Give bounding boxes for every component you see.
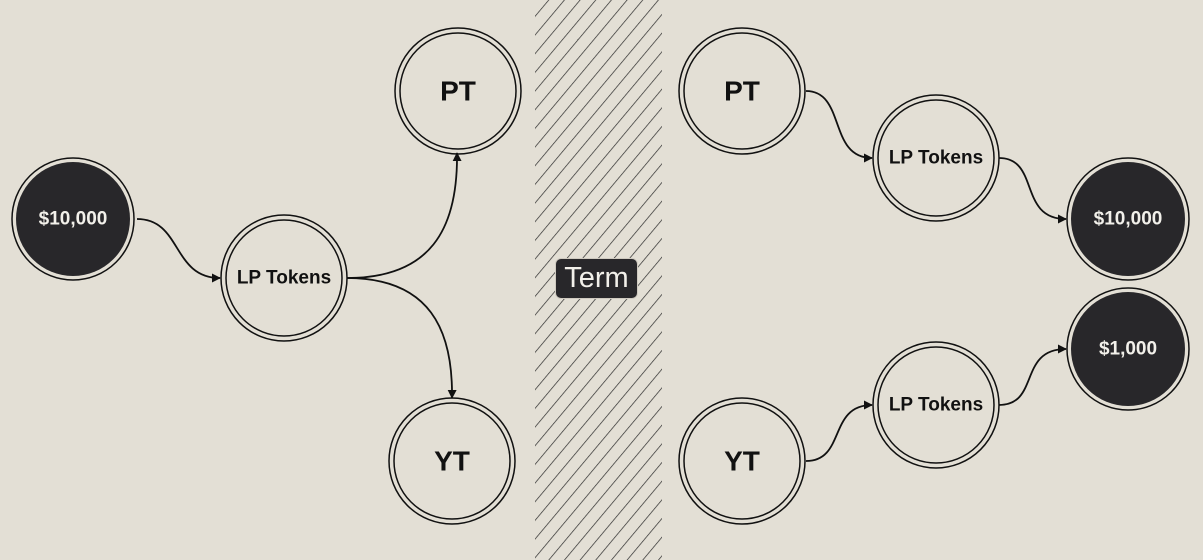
edge-lp-to-pt [346,152,462,279]
node-right-lp-top-label: LP Tokens [889,148,983,169]
node-left-lp-label: LP Tokens [237,268,331,289]
node-right-pt-label: PT [724,76,760,107]
node-right-usd-top: $10,000 [1066,157,1190,281]
node-left-yt-label: YT [434,446,470,477]
node-right-yt-label: YT [724,446,760,477]
node-left-pt: PT [394,27,522,155]
node-left-yt: YT [388,397,516,525]
edge-pt-to-lp [805,90,873,163]
node-right-lp-top: LP Tokens [872,94,1000,222]
edge-lp-to-usd-top [998,157,1067,224]
node-right-usd-top-label: $10,000 [1094,209,1163,230]
node-left-usd: $10,000 [11,157,135,281]
node-left-lp: LP Tokens [220,214,348,342]
edge-lp-to-yt [346,277,457,399]
edge-yt-to-lp [805,400,873,462]
node-left-pt-label: PT [440,76,476,107]
node-right-pt: PT [678,27,806,155]
node-right-usd-bottom: $1,000 [1066,287,1190,411]
node-right-lp-bottom: LP Tokens [872,341,1000,469]
edge-usd-to-lp [136,218,221,283]
node-right-usd-bottom-label: $1,000 [1099,339,1157,360]
node-right-lp-bottom-label: LP Tokens [889,395,983,416]
edge-lp-to-usd-bottom [998,344,1067,406]
node-left-usd-label: $10,000 [39,209,108,230]
term-badge: Term [555,258,638,299]
node-right-yt: YT [678,397,806,525]
